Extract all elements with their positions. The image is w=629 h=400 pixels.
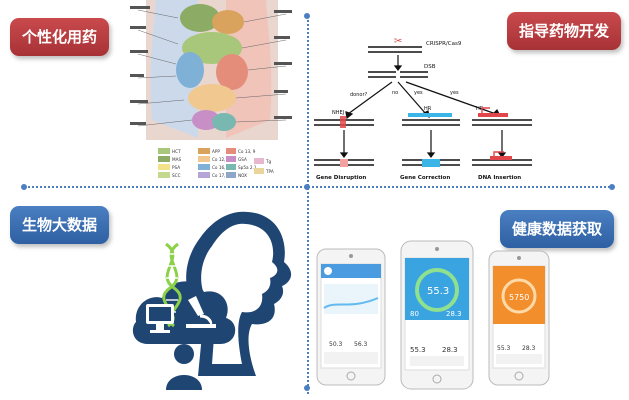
nhej-label: NHEJ xyxy=(332,110,344,116)
phone2-right-value: 28.3 xyxy=(446,310,462,318)
gene-disruption-label: Gene Disruption xyxy=(316,175,366,181)
phone3-value-1: 55.3 xyxy=(497,345,511,352)
legend-item: Tg xyxy=(265,159,272,164)
phone2-main-value: 55.3 xyxy=(427,286,449,297)
hr-label: HR xyxy=(424,106,432,112)
phone2-left-value: 80 xyxy=(410,310,419,318)
divider-dot xyxy=(304,385,310,391)
dna-insertion-label: DNA Insertion xyxy=(478,175,521,181)
dsb-label: DSB xyxy=(424,64,436,70)
gene-correction-label: Gene Correction xyxy=(400,175,450,181)
phone-3: 5750 55.3 28.3 xyxy=(488,250,550,386)
phone2-value-2: 28.3 xyxy=(442,346,458,354)
legend-item: TPA xyxy=(265,169,274,174)
legend-item: SCC xyxy=(172,173,181,178)
no-label: no xyxy=(392,90,398,96)
microscope-icon xyxy=(188,296,204,316)
vertical-divider xyxy=(307,16,309,394)
legend-item: MAS xyxy=(172,157,181,162)
phone1-value-2: 56.3 xyxy=(354,341,368,348)
legend-item: Sp5a 2.1 xyxy=(238,165,257,170)
big-data-badge: 生物大数据 xyxy=(10,206,110,244)
legend-item: HCT xyxy=(172,149,181,154)
legend-item: Co 12, 9 xyxy=(212,157,230,162)
phone-2: 55.3 80 28.3 55.3 28.3 xyxy=(400,240,474,390)
phone1-value-1: 50.3 xyxy=(329,341,343,348)
phone-1: 50.3 56.3 xyxy=(316,248,386,386)
legend-item: Co 13, 9 xyxy=(238,149,256,154)
divider-dot xyxy=(609,184,615,190)
health-data-badge: 健康数据获取 xyxy=(500,210,615,248)
anatomy-map: HCT APP Co 13, 9 MAS Co 12, 9 GSA PSA Co… xyxy=(128,0,296,182)
yes-label: yes xyxy=(414,90,423,96)
phone3-value-2: 28.3 xyxy=(522,345,536,352)
divider-dot xyxy=(304,13,310,19)
crispr-diagram: ✂ CRISPR/Cas9 DSB donor? no yes yes NHEJ… xyxy=(310,30,540,182)
legend-item: NOX xyxy=(238,173,247,178)
yes-label: yes xyxy=(450,90,459,96)
scissors-icon: ✂ xyxy=(394,36,402,47)
phone2-value-1: 55.3 xyxy=(410,346,426,354)
hr-label: HR xyxy=(476,106,484,112)
divider-dot xyxy=(21,184,27,190)
horizontal-divider xyxy=(24,186,614,188)
crispr-label: CRISPR/Cas9 xyxy=(426,41,462,47)
personalized-medicine-badge: 个性化用药 xyxy=(10,18,110,56)
phone3-main-value: 5750 xyxy=(509,293,529,302)
bio-data-logo xyxy=(128,204,298,394)
donor-label: donor? xyxy=(350,92,368,98)
drug-development-badge: 指导药物开发 xyxy=(507,12,622,50)
divider-dot xyxy=(304,184,310,190)
legend-item: Co 17, 9 xyxy=(212,173,230,178)
legend-item: APP xyxy=(212,149,220,154)
legend-item: GSA xyxy=(238,157,247,162)
legend-item: PSA xyxy=(172,165,180,170)
legend-item: Co 16, 9 xyxy=(212,165,230,170)
